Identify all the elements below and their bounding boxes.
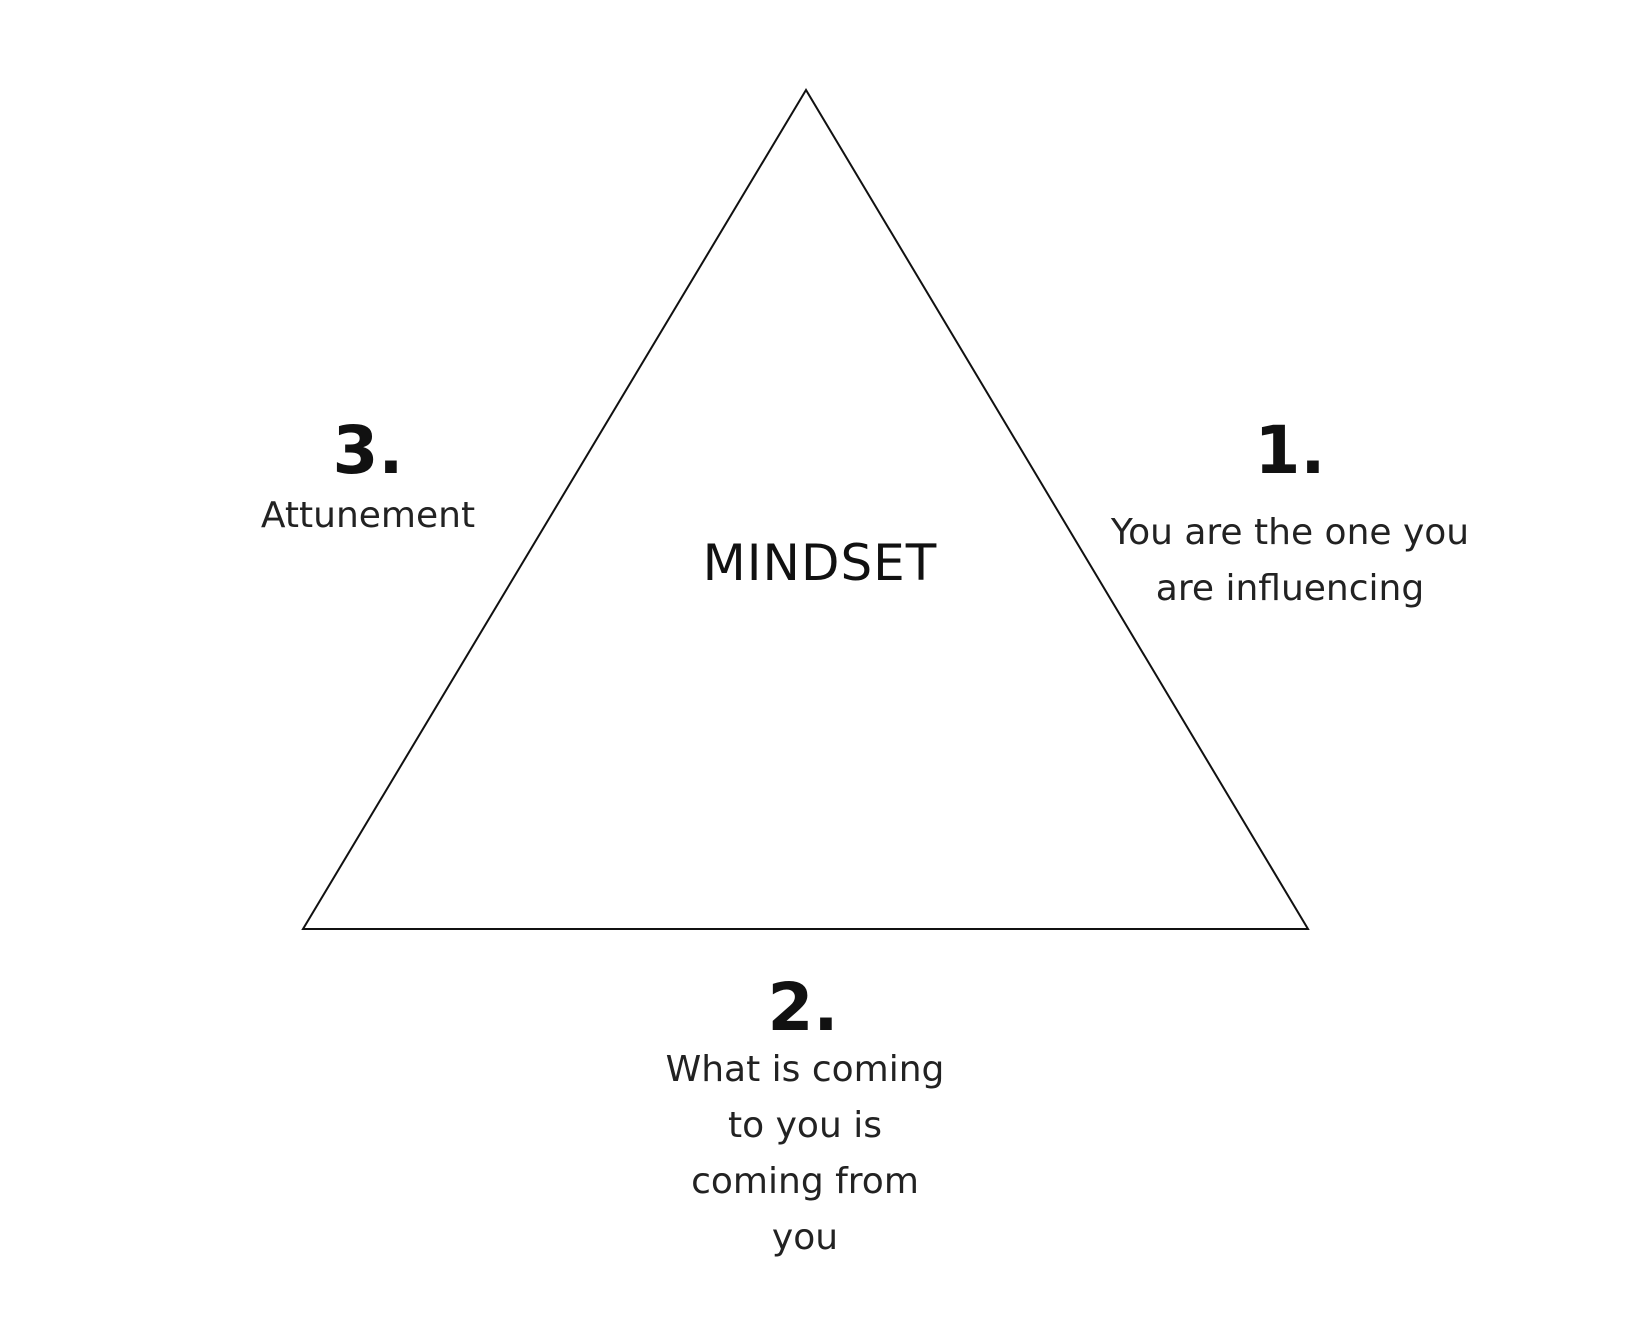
point-3-description: Attunement [218,488,518,544]
point-1-number: 1. [1254,412,1326,489]
point-3-number: 3. [332,412,404,489]
point-3-line: Attunement [260,495,476,536]
point-1-line: are influencing [1155,568,1425,609]
point-1-line: You are the one you [1110,512,1470,553]
point-2-line: What is coming [665,1049,945,1090]
point-1-description: You are the one you are influencing [1080,505,1500,617]
point-2-description: What is coming to you is coming from you [620,1042,990,1266]
point-2-line: you [771,1217,839,1258]
mindset-triangle [301,88,1310,930]
point-2-number: 2. [767,969,839,1046]
mindset-label: MINDSET [702,534,938,592]
point-2-line: to you is [728,1105,882,1146]
point-2-line: coming from [691,1161,919,1202]
